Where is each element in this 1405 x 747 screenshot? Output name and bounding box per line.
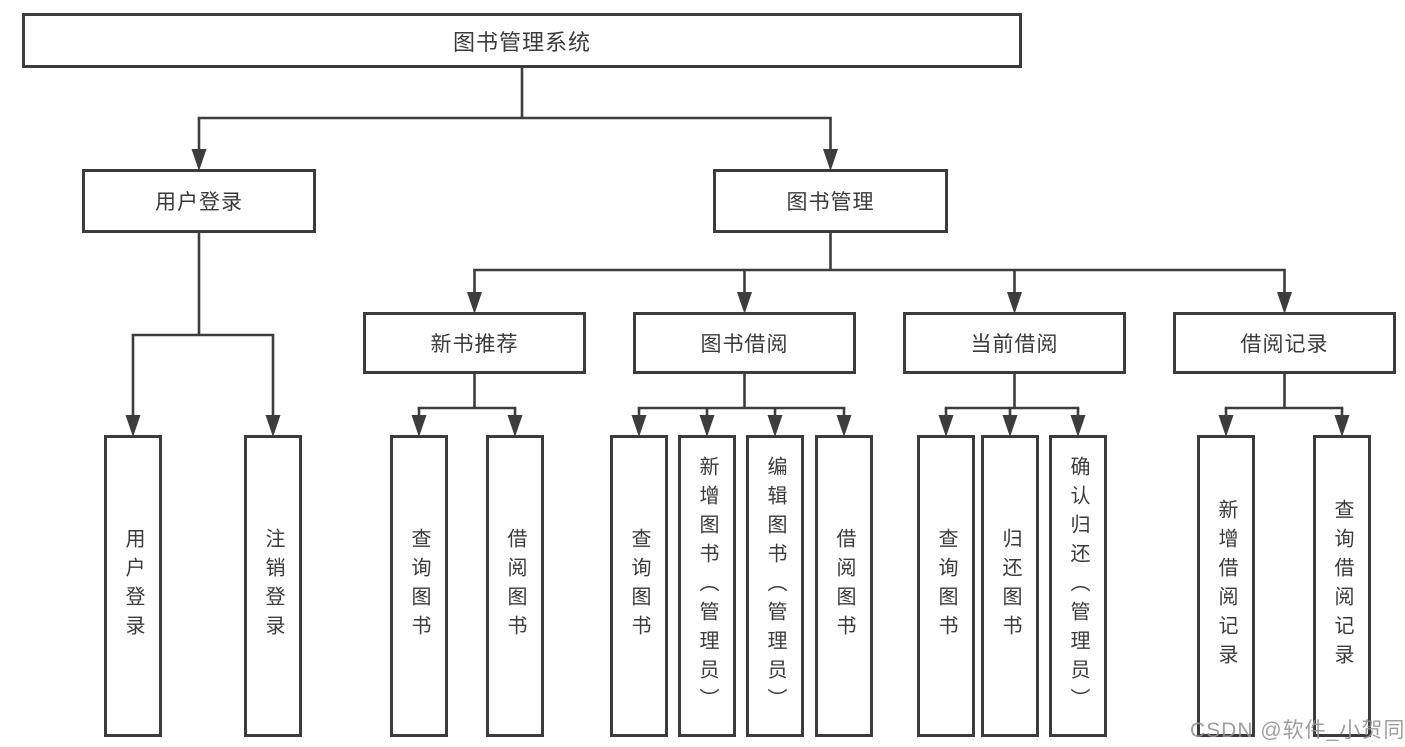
leaf-add-borrow-record: 新增借阅记录 [1197,435,1255,737]
leaf-borrow-books: 借阅图书 [486,435,544,737]
csdn-watermark: CSDN @软件_小贺同学 [1190,719,1405,742]
node-user-login-module: 用户登录 [82,169,316,233]
node-current-borrowing: 当前借阅 [903,312,1126,374]
leaf-query-borrow-record: 查询借阅记录 [1313,435,1371,737]
node-book-management-module: 图书管理 [713,169,948,233]
leaf-borrow-books: 借阅图书 [815,435,873,737]
node-label: 新增图书（管理员） [696,455,718,717]
leaf-edit-books-admin: 编辑图书（管理员） [746,435,804,737]
node-label: 新增借阅记录 [1215,499,1237,673]
leaf-query-books: 查询图书 [610,435,668,737]
leaf-add-books-admin: 新增图书（管理员） [678,435,736,737]
node-label: 编辑图书（管理员） [764,455,786,717]
node-label: 用户登录 [155,191,243,214]
node-label: 注销登录 [262,528,284,644]
node-label: 确认归还（管理员） [1067,455,1089,717]
node-label: 归还图书 [999,528,1021,644]
node-new-book-recommendation: 新书推荐 [363,312,586,374]
node-label: 查询图书 [408,528,430,644]
node-label: 用户登录 [122,528,144,644]
node-label: 查询图书 [628,528,650,644]
leaf-confirm-return-admin: 确认归还（管理员） [1049,435,1107,737]
node-label: 图书管理 [786,191,875,214]
node-library-management-system: 图书管理系统 [22,13,1022,68]
leaf-query-books: 查询图书 [390,435,448,737]
node-label: 查询图书 [935,528,957,644]
node-label: 借阅图书 [504,528,526,644]
node-borrowing-records: 借阅记录 [1173,312,1396,374]
leaf-logout: 注销登录 [244,435,302,737]
leaf-user-login: 用户登录 [104,435,162,737]
node-label: 查询借阅记录 [1331,499,1353,673]
node-label: 图书管理系统 [452,29,591,55]
node-label: 当前借阅 [970,333,1059,356]
node-label: 新书推荐 [430,333,519,356]
node-book-borrowing: 图书借阅 [633,312,856,374]
leaf-query-books: 查询图书 [917,435,975,737]
leaf-return-books: 归还图书 [981,435,1039,737]
node-label: 借阅记录 [1240,333,1329,356]
node-label: 图书借阅 [700,333,789,356]
node-label: 借阅图书 [833,528,855,644]
